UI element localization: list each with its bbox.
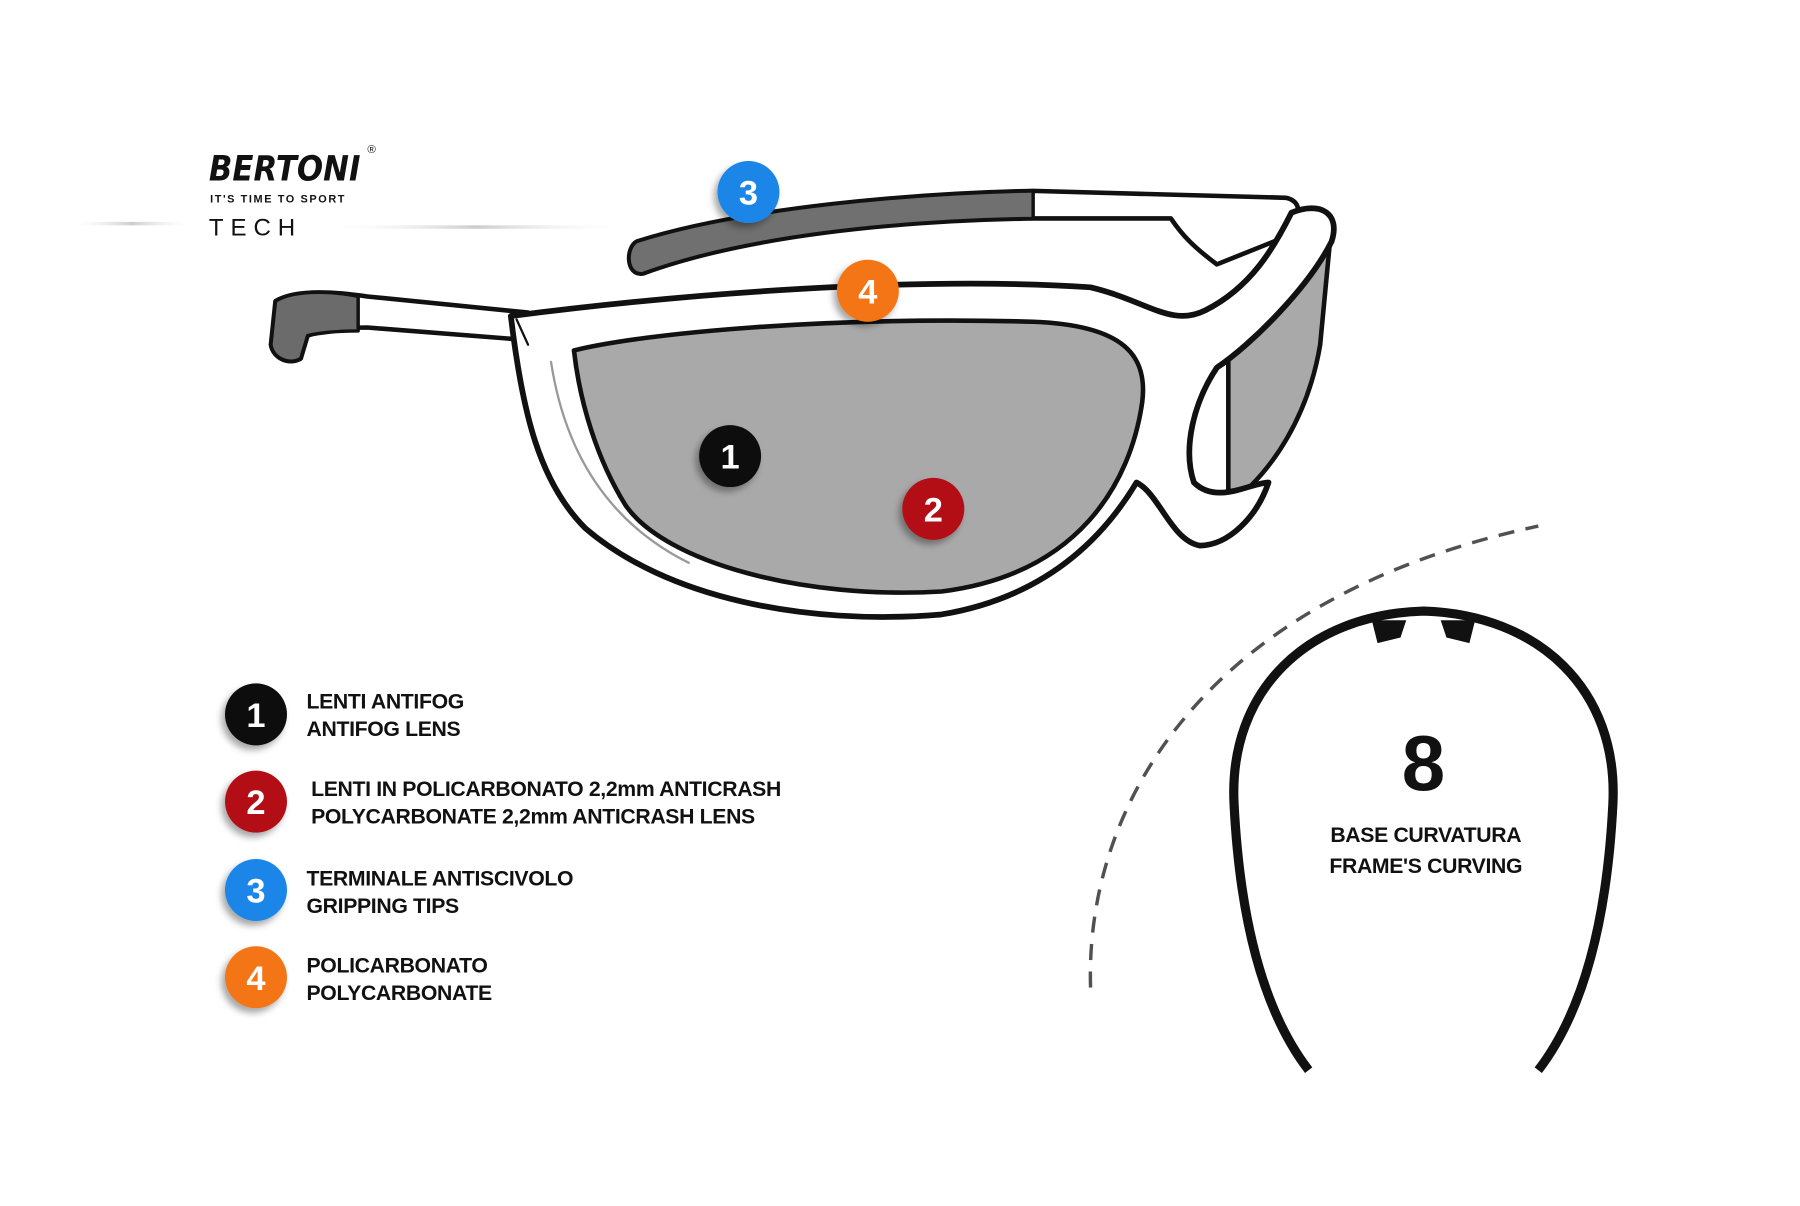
curve-arc-dashed bbox=[1088, 524, 1539, 988]
legend: 1 LENTI ANTIFOG ANTIFOG LENS 2 LENTI IN … bbox=[225, 683, 781, 1009]
registered-mark: ® bbox=[367, 144, 376, 156]
svg-text:1: 1 bbox=[246, 697, 265, 735]
sunglasses-illustration bbox=[268, 188, 1337, 620]
marker-3: 3 bbox=[717, 161, 780, 224]
legend-item-1: 1 LENTI ANTIFOG ANTIFOG LENS bbox=[225, 683, 464, 746]
svg-text:2: 2 bbox=[246, 784, 265, 822]
divider-line bbox=[321, 225, 632, 229]
curvature-value: 8 bbox=[1402, 719, 1445, 807]
svg-text:2: 2 bbox=[924, 491, 943, 529]
svg-text:4: 4 bbox=[246, 960, 265, 998]
frame-top-view bbox=[1229, 606, 1618, 1074]
marker-4: 4 bbox=[836, 259, 899, 322]
legend-item-3: 3 TERMINALE ANTISCIVOLO GRIPPING TIPS bbox=[225, 858, 574, 921]
divider-line bbox=[68, 221, 196, 226]
svg-text:4: 4 bbox=[858, 273, 877, 311]
svg-text:TERMINALE ANTISCIVOLO: TERMINALE ANTISCIVOLO bbox=[307, 867, 574, 890]
curvature-label-en: FRAME'S CURVING bbox=[1329, 855, 1522, 878]
svg-text:POLYCARBONATE 2,2mm ANTICRASH: POLYCARBONATE 2,2mm ANTICRASH LENS bbox=[311, 805, 755, 828]
legend-item-4: 4 POLICARBONATO POLYCARBONATE bbox=[225, 946, 493, 1009]
curvature-diagram: 8 BASE CURVATURA FRAME'S CURVING bbox=[1088, 524, 1618, 1074]
svg-text:3: 3 bbox=[739, 175, 758, 213]
svg-text:POLICARBONATO: POLICARBONATO bbox=[307, 955, 488, 978]
marker-1: 1 bbox=[699, 425, 762, 488]
svg-text:POLYCARBONATE: POLYCARBONATE bbox=[307, 982, 493, 1005]
marker-2: 2 bbox=[902, 477, 965, 540]
curvature-label-it: BASE CURVATURA bbox=[1330, 824, 1521, 847]
svg-text:LENTI IN POLICARBONATO 2,2mm A: LENTI IN POLICARBONATO 2,2mm ANTICRASH bbox=[311, 778, 781, 801]
brand-tagline: IT'S TIME TO SPORT bbox=[210, 193, 346, 205]
svg-text:GRIPPING TIPS: GRIPPING TIPS bbox=[307, 895, 460, 918]
legend-item-2: 2 LENTI IN POLICARBONATO 2,2mm ANTICRASH… bbox=[225, 770, 781, 833]
svg-text:3: 3 bbox=[246, 873, 265, 911]
svg-text:ANTIFOG LENS: ANTIFOG LENS bbox=[307, 718, 461, 741]
svg-text:LENTI ANTIFOG: LENTI ANTIFOG bbox=[307, 691, 464, 714]
section-title: TECH bbox=[209, 215, 302, 242]
svg-text:1: 1 bbox=[721, 439, 740, 477]
brand-logo: BERTONI ® IT'S TIME TO SPORT bbox=[209, 144, 376, 205]
brand-name: BERTONI bbox=[209, 150, 361, 190]
